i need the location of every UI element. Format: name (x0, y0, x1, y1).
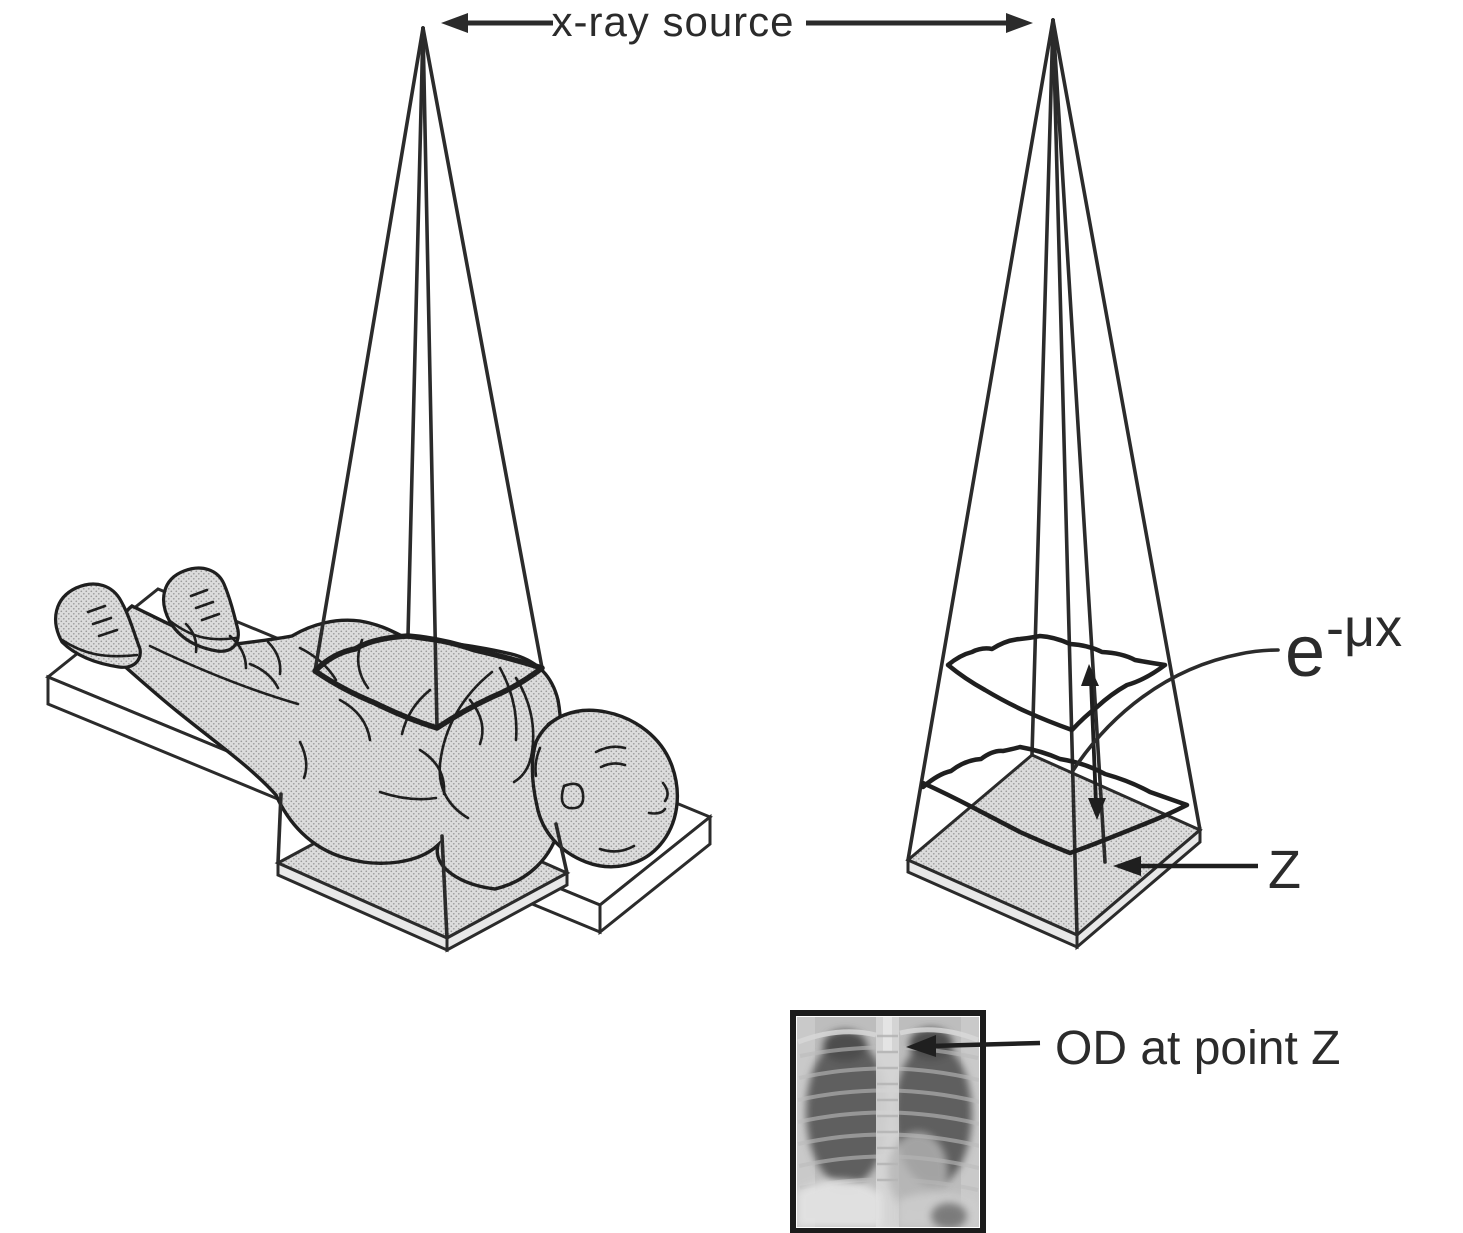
leader-curve (1070, 648, 1280, 774)
far-sneaker (54, 582, 142, 669)
right-scene: e -μx Z (905, 18, 1402, 951)
arrow-right-icon (806, 13, 1033, 33)
heart-shadow (888, 1132, 948, 1212)
arm-line (438, 670, 494, 820)
eye (599, 762, 627, 769)
eyebrow (594, 745, 627, 754)
clavicles (797, 1027, 979, 1045)
body-exit-surface (920, 744, 1190, 856)
chest-radiograph: OD at point Z (790, 1010, 1340, 1233)
radiograph-frame (790, 1010, 986, 1233)
patient-figure (54, 566, 679, 891)
gastric-bubble (931, 1203, 967, 1227)
left-diaphragm (797, 1179, 882, 1227)
left-scene (45, 26, 713, 953)
mouth (647, 807, 667, 815)
ear (560, 782, 585, 810)
xray-source-label: x-ray source (551, 0, 794, 45)
od-label: OD at point Z (1055, 1022, 1340, 1075)
beam-field-outline (312, 633, 545, 731)
body-entrance-surface (945, 633, 1168, 733)
patient-head (530, 708, 679, 869)
xray-beam-pyramid-right (906, 18, 1202, 937)
patient-body (114, 604, 563, 891)
near-sneaker (162, 566, 240, 653)
top-label-group: x-ray source (441, 0, 1033, 45)
xray-beam-pyramid-left (276, 26, 569, 940)
z-pointer: Z (1113, 840, 1301, 900)
hair-lines (534, 710, 580, 778)
arrow-left-icon (441, 13, 553, 33)
nose-line (661, 781, 669, 803)
collar-line (512, 676, 535, 784)
radiograph-content (797, 1017, 979, 1227)
attenuation-exponent: -μx (1326, 598, 1402, 658)
arrow-left-icon (930, 1040, 1041, 1049)
od-pointer: OD at point Z (906, 1022, 1340, 1075)
attenuation-label: e -μx (1285, 598, 1402, 692)
attenuation-base: e (1285, 612, 1325, 692)
central-ray (1051, 18, 1107, 864)
chin-crease (598, 844, 636, 853)
detector-plate-right (905, 753, 1203, 951)
point-z-label: Z (1268, 840, 1301, 900)
